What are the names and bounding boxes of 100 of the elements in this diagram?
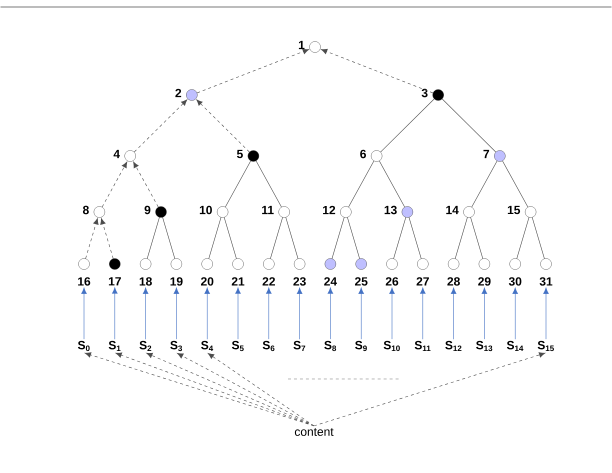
tree-node: 4 <box>114 150 136 162</box>
tree-node: 2 <box>175 88 198 101</box>
connector-line <box>208 217 222 259</box>
connector-line <box>471 160 498 208</box>
arrow <box>420 288 426 340</box>
signal-label: S$_{10}$ <box>384 340 400 352</box>
arrow <box>204 288 210 340</box>
node-label: 17 <box>108 277 121 286</box>
signal-label: S$_{2}$ <box>140 340 152 352</box>
connector-line <box>393 217 406 259</box>
node-label: 21 <box>232 277 244 286</box>
tree-node: 26 <box>386 258 398 286</box>
arrow <box>296 288 302 340</box>
content-label: content <box>294 428 334 436</box>
connector-line <box>225 160 251 208</box>
tree-node: 23 <box>293 258 306 286</box>
arrow <box>196 48 309 94</box>
signal-label: S$_{11}$ <box>414 340 431 352</box>
arrow <box>450 288 456 340</box>
node-label: 22 <box>262 277 275 286</box>
tree-node: 1 <box>298 40 321 53</box>
node-label: 19 <box>170 277 183 286</box>
tree-node: 31 <box>540 258 552 286</box>
connector-line <box>442 98 496 152</box>
tree-node: 14 <box>446 206 475 218</box>
tree-node: 3 <box>422 88 444 101</box>
tree-node: 8 <box>82 206 106 218</box>
signal-label: S$_{6}$ <box>262 340 274 352</box>
tree-node: 24 <box>324 258 337 286</box>
node-label: 31 <box>540 277 552 286</box>
tree-node: 17 <box>108 258 121 286</box>
arrow <box>321 48 434 94</box>
signal-label: S$_{14}$ <box>506 340 524 352</box>
arrow <box>328 288 334 340</box>
connector-line <box>516 217 530 259</box>
arrow <box>543 288 549 340</box>
node-label: 6 <box>360 150 366 158</box>
connector-line <box>224 217 237 259</box>
arrow <box>358 288 364 340</box>
connector-line <box>146 217 160 259</box>
tree-node: 28 <box>447 258 460 286</box>
tree-node: 12 <box>323 206 352 218</box>
tree-node: 13 <box>384 206 414 218</box>
node-label: 20 <box>200 277 214 286</box>
arrow <box>174 288 180 340</box>
signal-label: S$_{13}$ <box>476 340 492 352</box>
connector-line <box>454 217 468 259</box>
arrow <box>81 288 87 340</box>
tree-node: 20 <box>200 258 214 286</box>
tree-node: 30 <box>508 258 522 286</box>
node-label: 8 <box>82 206 89 214</box>
tree-node: 6 <box>360 150 382 162</box>
tree-node: 21 <box>232 258 244 286</box>
tree-node: 18 <box>140 258 152 286</box>
arrow <box>177 353 314 426</box>
node-label: 26 <box>386 277 398 286</box>
node-label: 23 <box>293 277 306 286</box>
signal-label: S$_{7}$ <box>294 340 306 352</box>
node-label: 24 <box>324 277 337 286</box>
connector-line <box>256 160 282 208</box>
arrow <box>196 99 250 152</box>
connector-line <box>332 217 344 259</box>
node-label: 9 <box>144 206 150 214</box>
connector-line <box>502 160 528 208</box>
node-label: 25 <box>354 277 368 286</box>
arrow <box>314 352 546 426</box>
node-label: 4 <box>114 150 120 158</box>
tree-node: 25 <box>354 258 368 286</box>
arrow <box>134 99 188 152</box>
node-label: 13 <box>384 206 397 214</box>
tree-node: 16 <box>78 258 90 286</box>
connector-line <box>270 217 283 259</box>
connector-line <box>380 98 434 152</box>
tree-node: 19 <box>170 258 183 286</box>
signal-label: S$_{0}$ <box>78 340 90 352</box>
arrow <box>102 162 128 208</box>
node-label: 18 <box>140 277 152 286</box>
signal-label: S$_{8}$ <box>324 340 336 352</box>
connector-line <box>379 160 405 208</box>
signal-label: S$_{5}$ <box>232 340 244 352</box>
arrow <box>482 288 488 340</box>
arrow <box>266 288 272 340</box>
arrow <box>235 288 241 340</box>
tree-node: 10 <box>200 206 228 218</box>
signal-label: S$_{12}$ <box>445 340 462 352</box>
node-label: 28 <box>447 277 460 286</box>
node-label: 30 <box>508 277 522 286</box>
tree-node: 29 <box>478 258 491 286</box>
node-label: 15 <box>508 206 520 214</box>
arrow <box>142 288 148 340</box>
node-label: 29 <box>478 277 491 286</box>
node-label: 11 <box>262 206 274 214</box>
node-label: 7 <box>483 150 490 158</box>
node-label: 27 <box>416 277 429 286</box>
tree-node: 27 <box>416 258 429 286</box>
connector-line <box>348 160 374 208</box>
tree-node: 9 <box>144 206 167 218</box>
connector-line <box>286 217 298 259</box>
connector-line <box>408 217 422 259</box>
arrow <box>146 352 314 426</box>
